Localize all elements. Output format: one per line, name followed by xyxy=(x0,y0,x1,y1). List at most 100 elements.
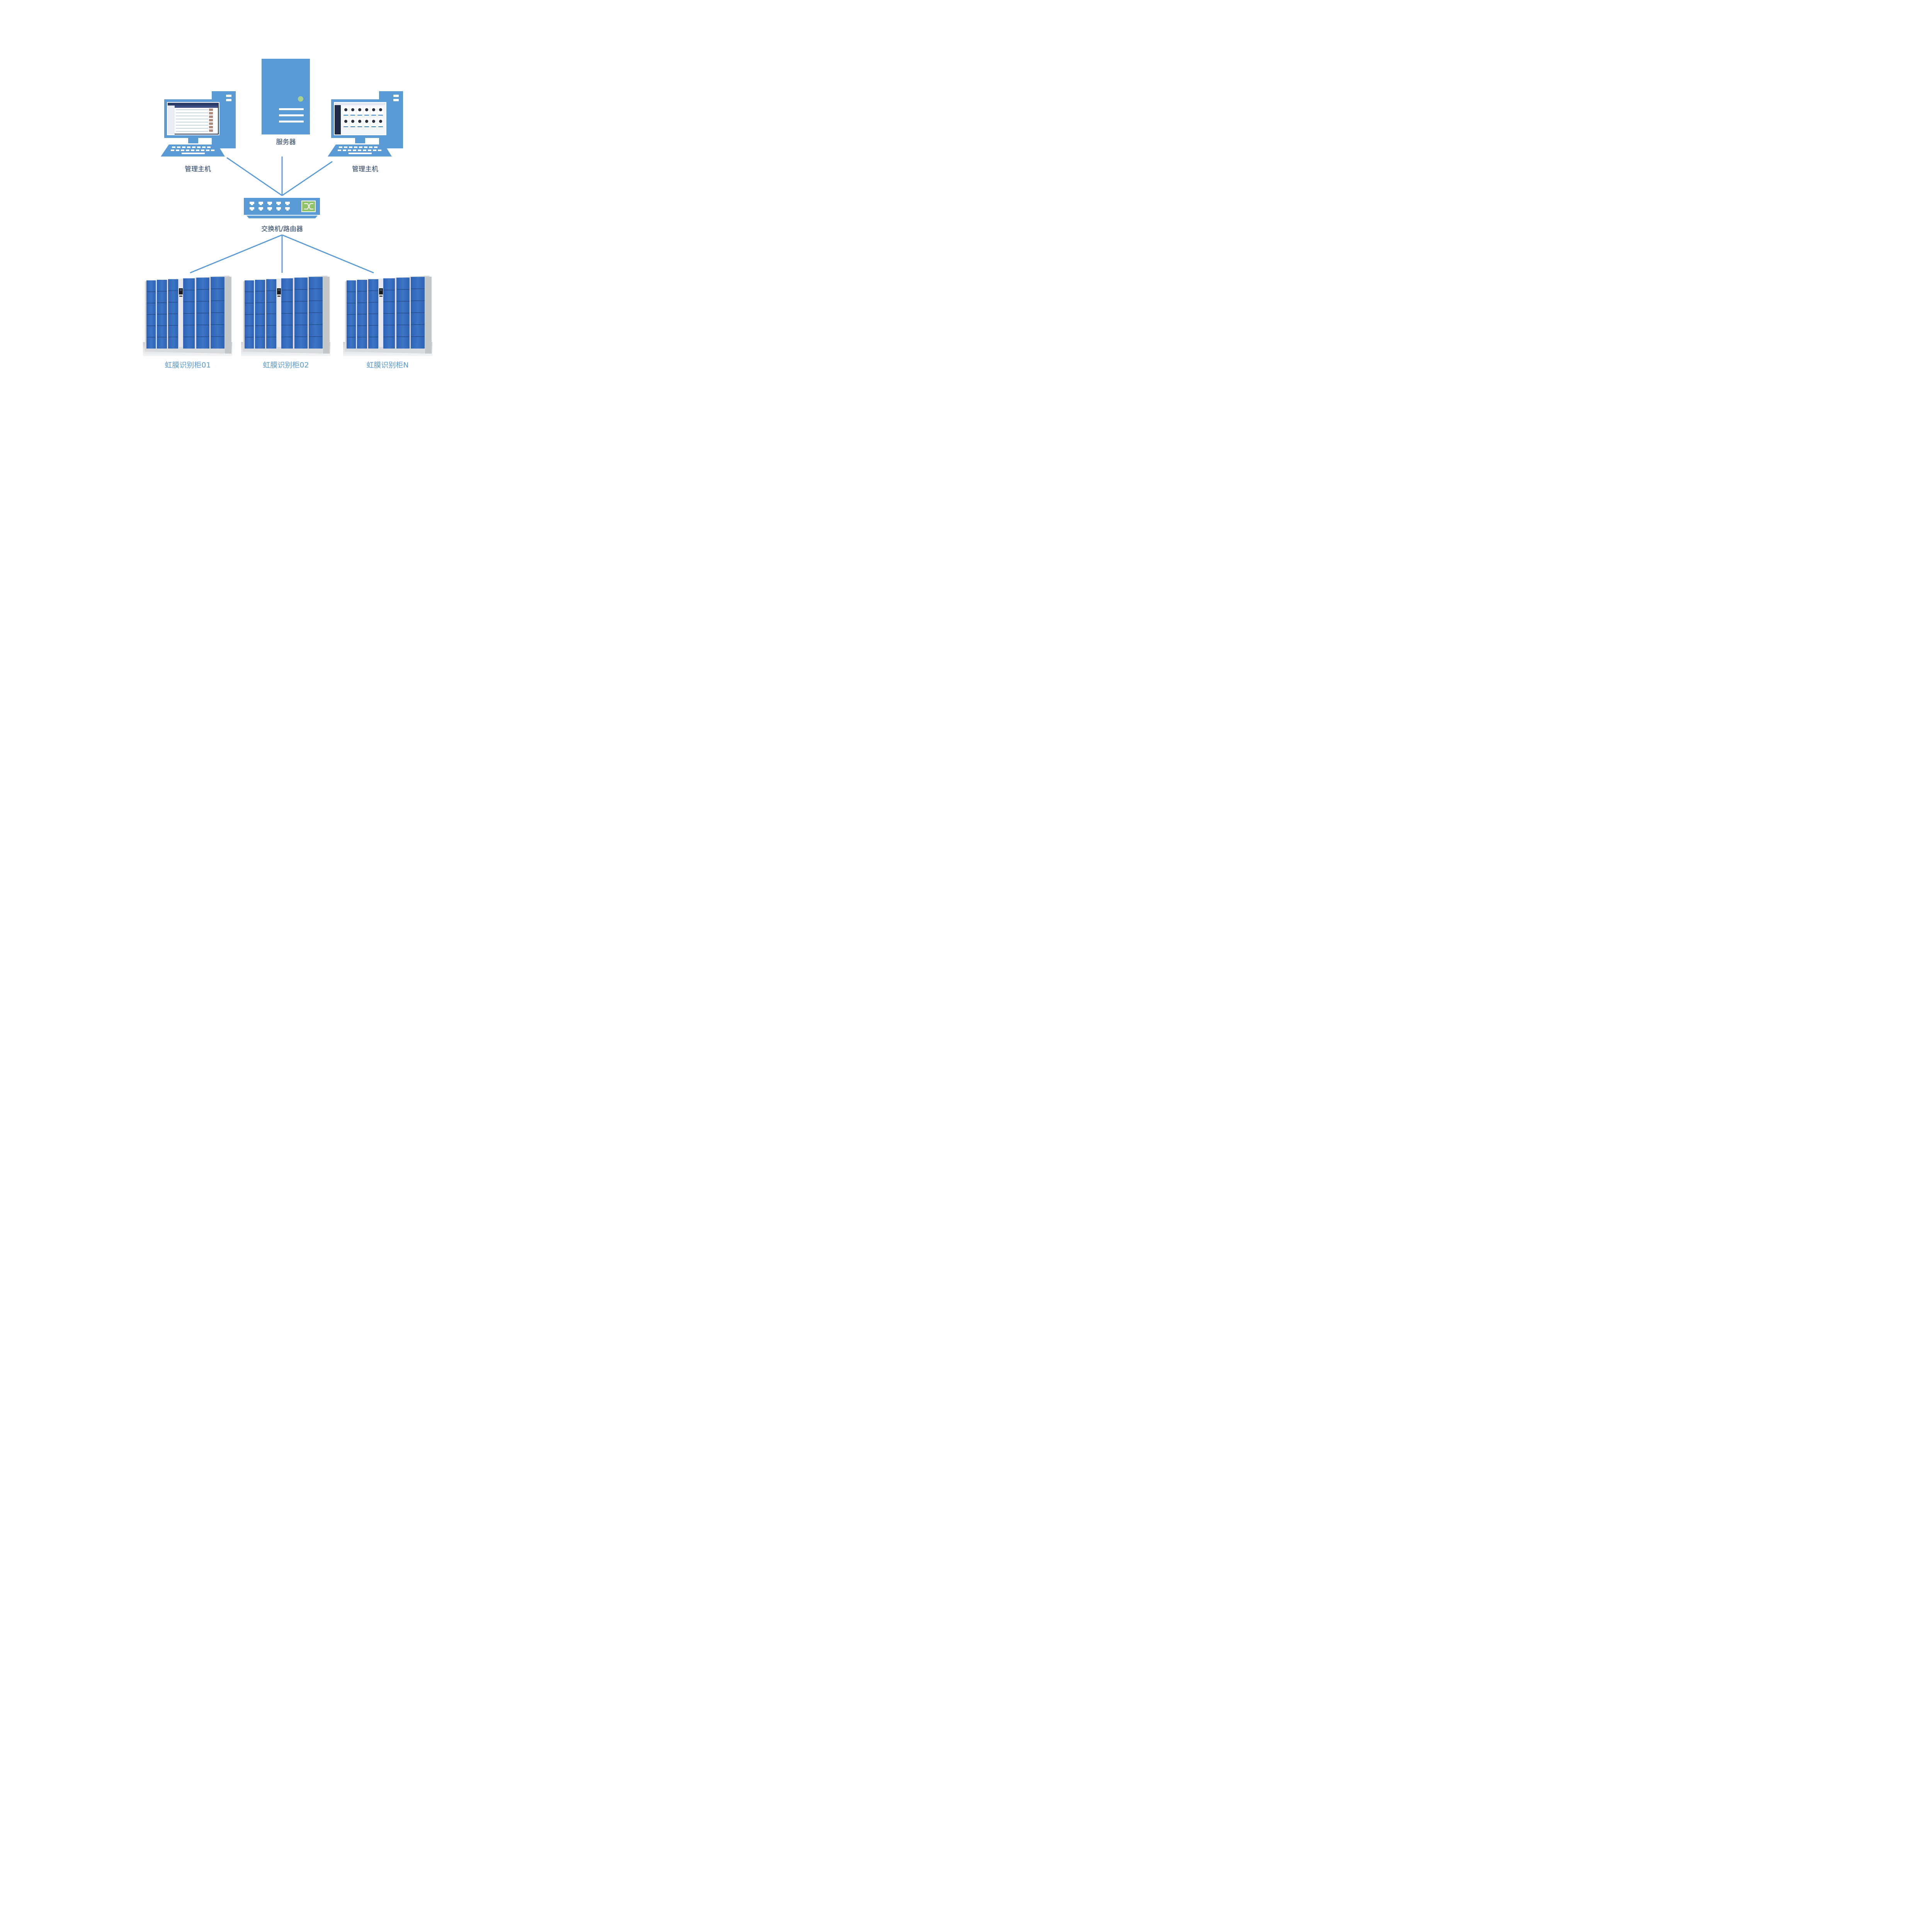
link-switch-cabinet-n xyxy=(282,234,374,274)
locker-door-divider xyxy=(245,303,254,304)
locker-door-divider xyxy=(196,289,209,290)
locker-door-divider xyxy=(245,337,254,338)
locker-door-divider xyxy=(245,291,254,292)
locker-door-divider xyxy=(383,313,395,314)
locker-door-divider xyxy=(411,312,425,313)
locker-door-divider xyxy=(146,291,156,292)
locker-door-divider xyxy=(357,337,367,338)
locker-door-divider xyxy=(211,336,224,337)
server-icon xyxy=(262,59,310,134)
locker-door-divider xyxy=(211,324,224,325)
server-label: 服务器 xyxy=(276,138,296,146)
desktop-computer-icon xyxy=(328,91,403,156)
locker-door-divider xyxy=(255,325,265,326)
screen-content-table-view xyxy=(168,103,219,134)
link-switch-cabinet-01 xyxy=(190,234,282,274)
control-panel-column xyxy=(277,279,281,347)
link-host-right-switch xyxy=(282,161,333,196)
iris-scanner-screen xyxy=(277,288,281,294)
locker-door-divider xyxy=(347,291,356,292)
locker-door-divider xyxy=(168,325,178,326)
cabinet-side-panel xyxy=(425,277,432,354)
locker-door-divider xyxy=(281,301,293,302)
locker-door-divider xyxy=(183,289,195,291)
locker-door-divider xyxy=(347,325,356,326)
host-right-label: 管理主机 xyxy=(352,165,378,173)
iris-camera-lens xyxy=(380,289,382,291)
locker-door-divider xyxy=(266,313,276,315)
card-reader-slot xyxy=(379,296,383,297)
locker-door-divider xyxy=(183,301,195,302)
locker-door-divider xyxy=(211,312,224,313)
locker-door-divider xyxy=(294,289,308,290)
host-left-label: 管理主机 xyxy=(185,165,211,173)
locker-door-divider xyxy=(368,313,378,315)
locker-door-divider xyxy=(157,314,167,315)
network-switch-icon xyxy=(244,198,320,218)
locker-door-divider xyxy=(357,325,367,326)
locker-door-divider xyxy=(146,314,156,315)
cabinet-side-panel xyxy=(323,277,330,354)
locker-door-divider xyxy=(245,325,254,326)
locker-door-divider xyxy=(183,325,195,326)
iris-scanner-screen xyxy=(179,288,183,294)
card-reader-slot xyxy=(179,296,182,297)
locker-door-divider xyxy=(168,313,178,315)
locker-door-divider xyxy=(309,324,323,325)
locker-door-divider xyxy=(281,313,293,314)
locker-door-divider xyxy=(396,301,410,302)
locker-door-divider xyxy=(146,303,156,304)
locker-door-divider xyxy=(157,337,167,338)
locker-door-divider xyxy=(309,312,323,313)
locker-door-divider xyxy=(368,302,378,303)
control-panel-column xyxy=(379,279,383,347)
locker-door-divider xyxy=(266,302,276,303)
locker-door-divider xyxy=(294,301,308,302)
locker-door-divider xyxy=(183,313,195,314)
cabinet-01-icon xyxy=(143,276,232,356)
locker-door-divider xyxy=(196,301,209,302)
locker-door-divider xyxy=(157,291,167,292)
locker-door-divider xyxy=(255,314,265,315)
locker-door-divider xyxy=(146,325,156,326)
locker-door-divider xyxy=(168,302,178,303)
iris-scanner-screen xyxy=(379,288,383,294)
cabinet-02-label: 虹膜识别柜02 xyxy=(263,361,309,369)
iris-camera-lens xyxy=(180,289,182,291)
iris-camera-lens xyxy=(278,289,280,291)
locker-door-divider xyxy=(281,325,293,326)
locker-door-divider xyxy=(383,325,395,326)
locker-door-divider xyxy=(245,314,254,315)
connection-lines xyxy=(190,156,374,274)
locker-door-divider xyxy=(255,337,265,338)
locker-door-divider xyxy=(357,314,367,315)
locker-door-divider xyxy=(255,291,265,292)
network-topology-diagram: 服务器 xyxy=(143,59,432,369)
locker-door-divider xyxy=(157,325,167,326)
locker-door-divider xyxy=(347,303,356,304)
locker-door-divider xyxy=(357,291,367,292)
cabinet-01-label: 虹膜识别柜01 xyxy=(165,361,211,369)
locker-door-divider xyxy=(347,337,356,338)
locker-door-divider xyxy=(281,289,293,291)
cabinets-group xyxy=(143,276,432,356)
control-panel-column xyxy=(179,279,183,347)
cabinet-02-icon xyxy=(241,276,330,356)
desktop-computer-icon xyxy=(161,91,236,156)
switch-label: 交换机/路由器 xyxy=(261,225,303,233)
locker-door-divider xyxy=(368,325,378,326)
locker-door-divider xyxy=(347,314,356,315)
card-reader-slot xyxy=(277,296,281,297)
locker-door-divider xyxy=(146,337,156,338)
cabinet-n-label: 虹膜识别柜N xyxy=(366,361,408,369)
locker-door-divider xyxy=(383,301,395,302)
locker-door-divider xyxy=(383,289,395,291)
cabinet-n-icon xyxy=(343,276,432,356)
link-host-left-switch xyxy=(226,157,282,196)
locker-door-divider xyxy=(396,289,410,290)
locker-door-divider xyxy=(411,336,425,337)
locker-door-divider xyxy=(266,325,276,326)
cabinet-side-panel xyxy=(225,277,231,354)
locker-door-divider xyxy=(411,324,425,325)
locker-door-divider xyxy=(309,336,323,337)
